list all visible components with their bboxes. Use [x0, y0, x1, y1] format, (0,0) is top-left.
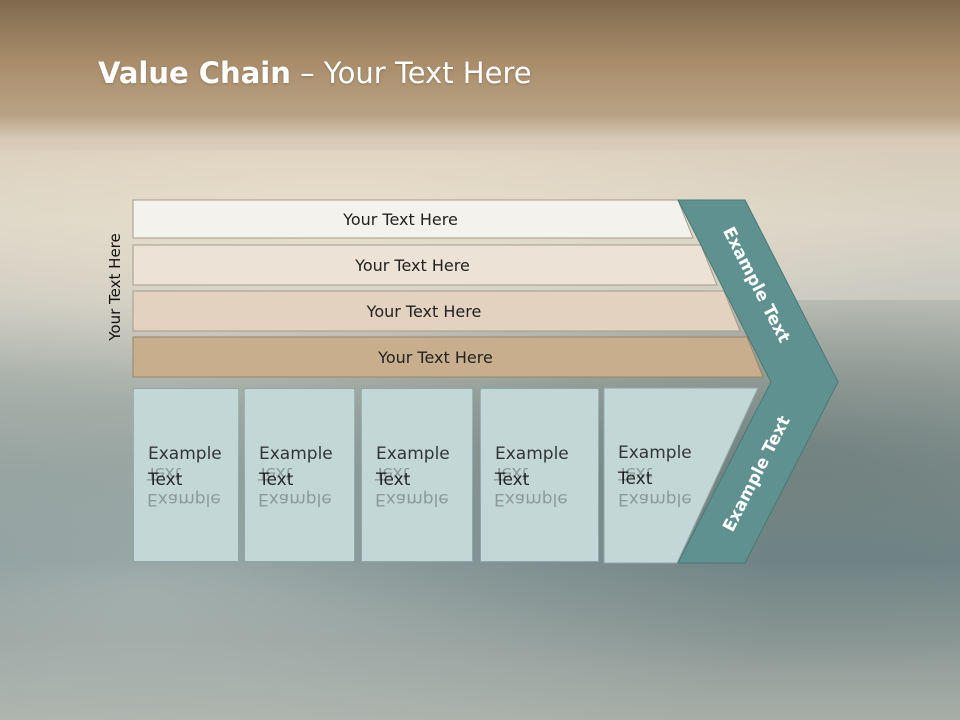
band-4-shape [132, 336, 764, 378]
title-bold: Value Chain [98, 56, 291, 90]
band-2-shape [132, 244, 718, 286]
band-1-label: Your Text Here [343, 209, 458, 229]
box-4-line-1: Example [495, 444, 569, 464]
band-1-shape [132, 199, 694, 239]
box-3-line-2: Text [376, 470, 411, 490]
band-2: Your Text Here [132, 244, 718, 286]
box-5-line-1: Example [618, 443, 692, 463]
box-3-line-1: Example [376, 444, 450, 464]
band-1: Your Text Here [132, 199, 694, 239]
band-2-label: Your Text Here [355, 255, 470, 275]
box-2-line-2: Text [259, 470, 294, 490]
title-rest: – Your Text Here [290, 56, 532, 90]
band-4-label: Your Text Here [378, 347, 493, 367]
box-5-line-2: Text [618, 469, 653, 489]
band-3-label: Your Text Here [366, 301, 482, 321]
box-2-line-1: Example [259, 444, 333, 464]
band-3: Your Text Here [132, 290, 741, 332]
band-4: Your Text Here [132, 336, 764, 378]
box-4-line-2: Text [495, 470, 530, 490]
band-3-shape [132, 290, 741, 332]
box-1-line-2: Text [148, 470, 183, 490]
box-1-line-1: Example [148, 444, 222, 464]
slide-title: Value Chain – Your Text Here [98, 56, 532, 90]
